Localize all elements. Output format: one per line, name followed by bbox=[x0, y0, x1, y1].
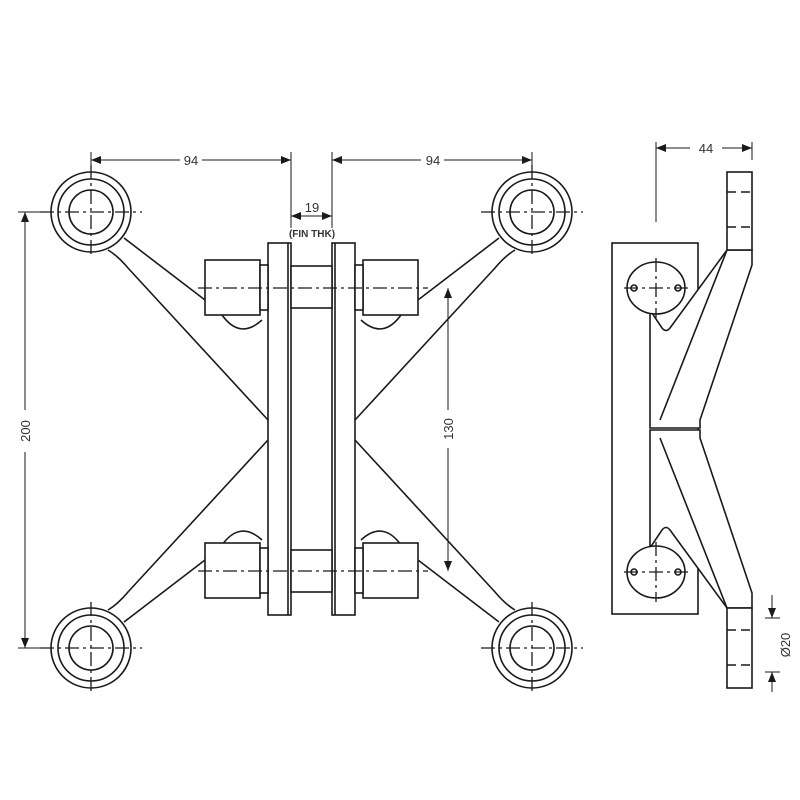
upper-right-arm bbox=[354, 237, 516, 421]
dimensions: 94 94 19 (FIN THK) 200 130 44 Ø20 bbox=[18, 141, 793, 692]
top-spacer bbox=[290, 265, 333, 309]
bottom-flange bbox=[726, 607, 753, 689]
fin-thk-note: (FIN THK) bbox=[289, 229, 335, 240]
dim-bolt-spacing: 130 bbox=[441, 418, 456, 440]
centerlines bbox=[40, 165, 583, 694]
top-flange bbox=[726, 171, 753, 251]
left-fin-plate bbox=[267, 242, 292, 616]
side-view bbox=[611, 171, 753, 689]
dim-hole-dia: Ø20 bbox=[778, 633, 793, 658]
dim-arm-right: 94 bbox=[426, 153, 440, 168]
dim-arm-left: 94 bbox=[184, 153, 198, 168]
right-fin-plate bbox=[331, 242, 356, 616]
lower-right-arm bbox=[354, 439, 516, 623]
dim-fin-gap: 19 bbox=[305, 200, 319, 215]
side-arm bbox=[649, 249, 753, 429]
lower-left-arm bbox=[107, 439, 269, 623]
upper-left-arm bbox=[107, 237, 269, 421]
dim-side-depth: 44 bbox=[699, 141, 713, 156]
front-view bbox=[40, 165, 583, 694]
dim-total-height: 200 bbox=[18, 420, 33, 442]
